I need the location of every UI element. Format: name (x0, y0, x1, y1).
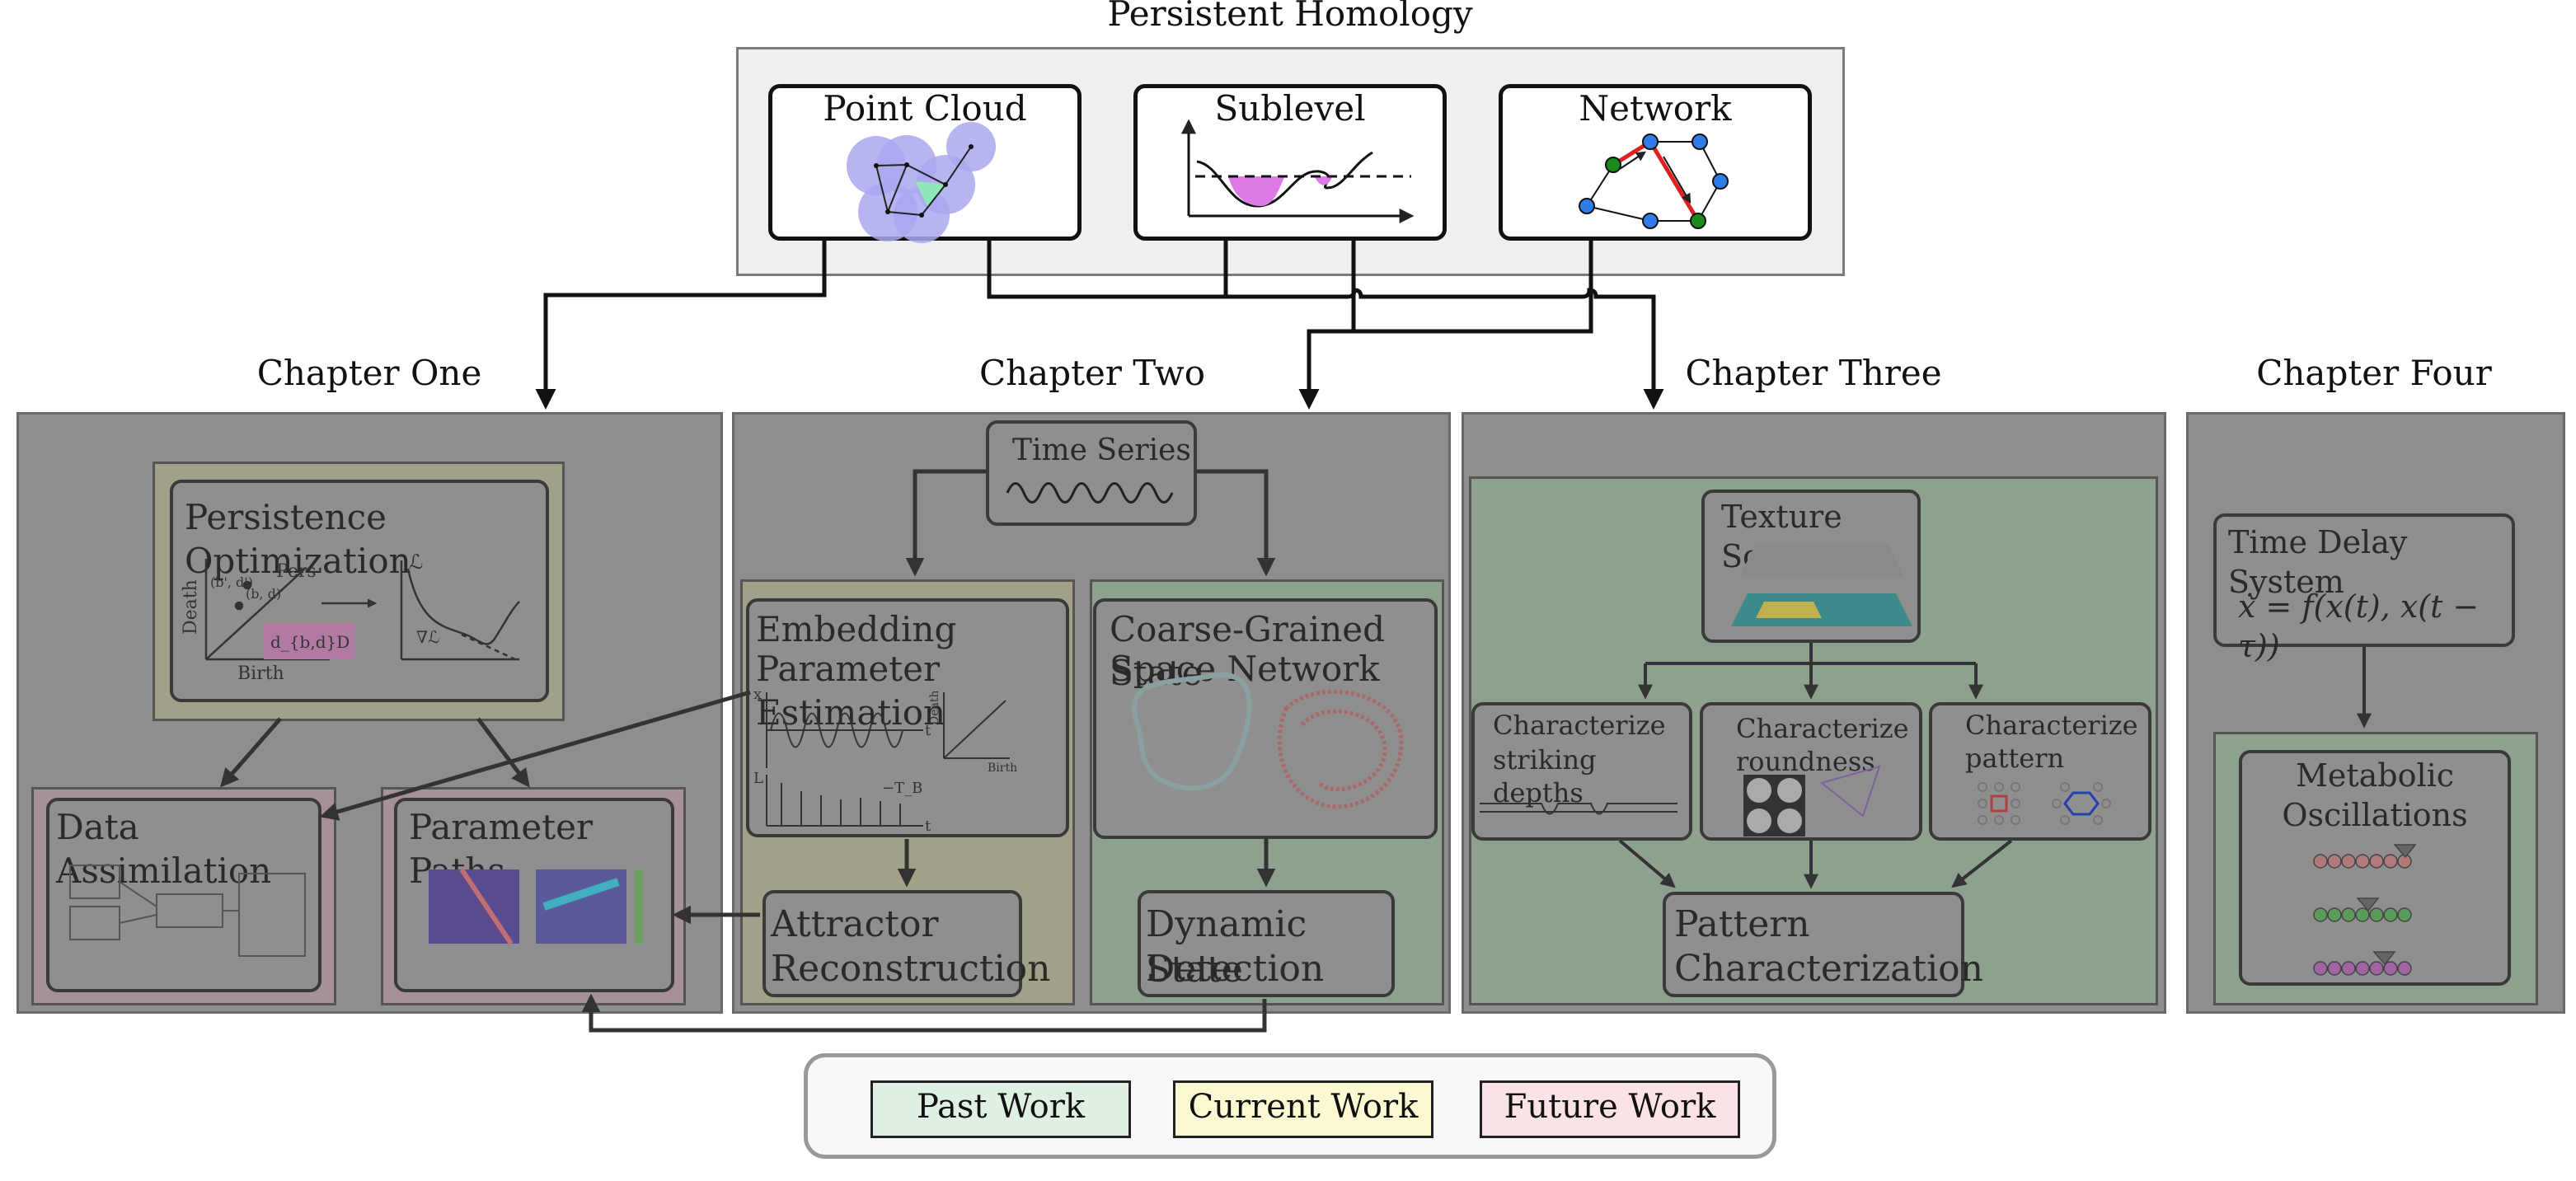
top-title: Persistent Homology (1107, 0, 1473, 34)
time-series-label: Time Series (1012, 434, 1191, 467)
sublevel-icon (1181, 119, 1415, 223)
legend-future-work: Future Work (1480, 1080, 1740, 1138)
point-bd-label: (b, d) (246, 586, 281, 602)
striking-depths-box[interactable]: Characterize striking depths (1471, 702, 1692, 841)
texture-surface-graphic (1731, 544, 1912, 626)
striking-label-1: Characterize (1493, 710, 1666, 741)
pers-label: Pers (276, 561, 317, 582)
attractor-loop-graphic (1132, 672, 1404, 809)
data-assimilation-label: Data Assimilation (56, 807, 272, 891)
attractor-reconstruction-box[interactable]: Attractor Reconstruction (762, 890, 1051, 997)
time-series-box[interactable]: Time Series (986, 420, 1197, 526)
embedding-graphic (766, 692, 1010, 827)
ch2-arrows (897, 469, 1276, 888)
roundness-label-1: Characterize (1736, 713, 1909, 744)
network-label: Network (1579, 88, 1732, 129)
tds-label: Time Delay System (2228, 524, 2408, 600)
roundness-graphic (1743, 765, 1881, 837)
chapter-three-title: Chapter Three (1685, 353, 1942, 393)
embedding-label-1: Embedding (756, 609, 957, 649)
persistence-optimization-box[interactable]: Persistence Optimization (170, 480, 549, 702)
embedding-birth-label: Birth (988, 762, 1017, 775)
legend-past-work: Past Work (870, 1080, 1131, 1138)
coarse-grained-box[interactable]: Coarse-Grained State Space Network (1093, 598, 1438, 839)
sublevel-label: Sublevel (1214, 88, 1366, 129)
tds-equation: ẋ = f(x(t), x(t − τ)) (2238, 588, 2480, 664)
striking-depths-graphic (1480, 803, 1677, 815)
point-bd-prime-label: (b', d') (210, 574, 253, 590)
embedding-tb-label: −T_B (882, 780, 922, 797)
embedding-parameter-box[interactable]: Embedding Parameter Estimation (746, 598, 1069, 837)
dynamic-label-1: Dynamic State (1146, 903, 1307, 991)
pattern-label-2: pattern (1965, 743, 2065, 774)
top-connectors (535, 241, 1664, 410)
pattern-label-1: Characterize (1965, 710, 2138, 741)
legend-current-work: Current Work (1173, 1080, 1433, 1138)
chapter-four-title: Chapter Four (2256, 353, 2492, 393)
point-cloud-icon (847, 122, 996, 243)
pattern-characterization-box[interactable]: Pattern Characterization (1663, 892, 1983, 997)
attractor-label-2: Reconstruction (771, 948, 1051, 990)
dynamic-label-2: Detection (1146, 948, 1325, 990)
ch1-arrows (220, 690, 1267, 1033)
embedding-label-2: Parameter Estimation (756, 649, 946, 733)
grad-label: ∇ℒ (416, 627, 439, 647)
persistence-plot-graphic (204, 559, 520, 661)
network-icon (1579, 134, 1729, 229)
metabolic-graphic (2313, 844, 2417, 976)
death-axis-label: Death (181, 579, 201, 635)
embedding-death-label: Death (928, 691, 941, 726)
metabolic-label-1: Metabolic (2295, 757, 2455, 794)
birth-axis-label: Birth (237, 663, 284, 684)
ch3-arrows (1618, 643, 2013, 889)
embedding-t2-label: t (925, 818, 931, 835)
sublevel-card[interactable]: Sublevel (1133, 84, 1447, 241)
pattern-box[interactable]: Characterize pattern (1929, 702, 2151, 841)
dynamic-state-box[interactable]: Dynamic State Detection (1138, 890, 1395, 997)
parameter-paths-graphic (429, 868, 643, 945)
pattern-char-label-1: Pattern (1674, 903, 1810, 945)
dbd-label: d_{b,d}D (270, 632, 350, 652)
roundness-box[interactable]: Characterize roundness (1700, 702, 1922, 841)
embedding-L-label: L (753, 770, 763, 787)
point-cloud-label: Point Cloud (823, 88, 1027, 129)
data-assimilation-graphic (69, 865, 306, 957)
embedding-t-label: t (925, 722, 931, 739)
loss-label: ℒ (409, 551, 423, 574)
chapter-two-title: Chapter Two (978, 353, 1206, 393)
pattern-graphic (1978, 782, 2111, 825)
roundness-label-2: roundness (1736, 746, 1875, 777)
pattern-char-label-2: Characterization (1674, 948, 1983, 990)
metabolic-label-2: Oscillations (2282, 797, 2468, 833)
attractor-label-1: Attractor (771, 903, 939, 945)
time-delay-system-box[interactable]: Time Delay System ẋ = f(x(t), x(t − τ)) (2213, 513, 2515, 664)
embedding-x-label: x (753, 686, 762, 703)
time-series-wave (1006, 482, 1174, 504)
chapter-one-title: Chapter One (256, 353, 482, 393)
